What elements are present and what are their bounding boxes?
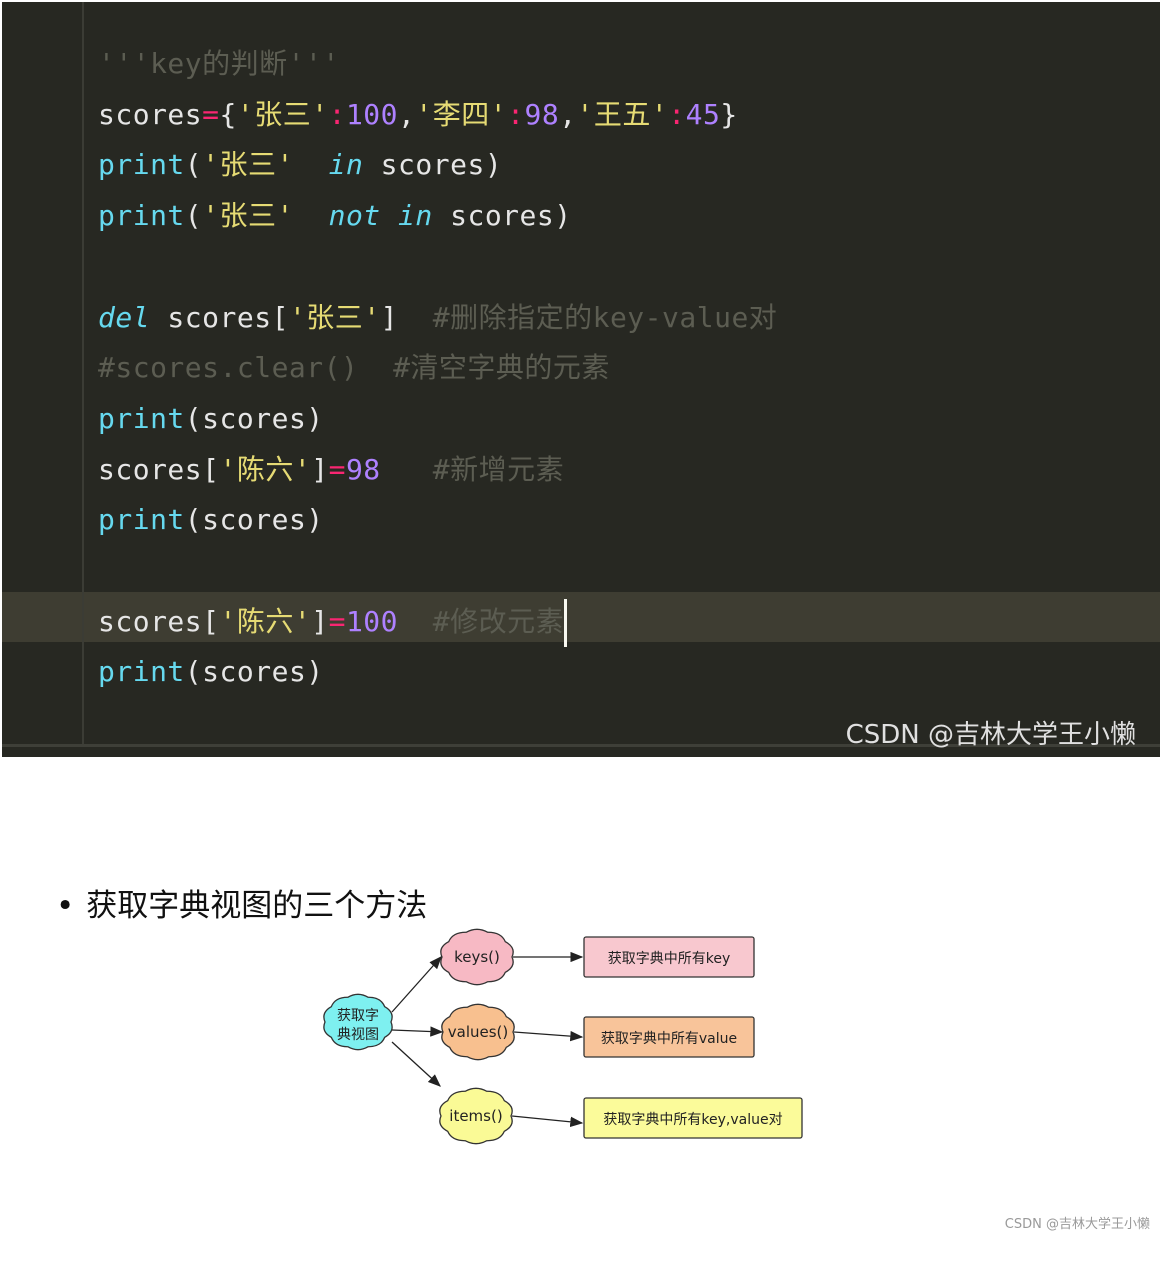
- code-line: print(scores): [98, 495, 324, 545]
- code-line: del scores['张三'] #删除指定的key-value对: [98, 293, 777, 343]
- token-str: '王五': [576, 97, 669, 131]
- token-cmt: '''key的判断''': [98, 47, 340, 80]
- description-box: [583, 1016, 755, 1058]
- root-cloud: [323, 993, 393, 1051]
- method-cloud: [439, 1087, 513, 1145]
- token-op: :: [507, 97, 525, 131]
- token-str: '李四': [415, 97, 508, 131]
- footer-watermark: CSDN @吉林大学王小懒: [1004, 1217, 1150, 1232]
- editor-bottom-border: [2, 744, 1160, 747]
- token-kw: in: [311, 148, 364, 182]
- token-op: =: [328, 604, 346, 638]
- token-num: 45: [685, 97, 721, 131]
- token-plain: scores): [363, 148, 503, 182]
- token-num: 98: [524, 97, 560, 131]
- token-plain: (scores): [184, 401, 324, 435]
- method-label: keys(): [454, 948, 500, 966]
- description-box: [583, 936, 755, 978]
- token-str: '张三': [236, 97, 329, 131]
- token-str: '张三': [202, 148, 312, 182]
- token-op: =: [328, 452, 346, 486]
- token-func: print: [98, 503, 185, 537]
- heading-text: 获取字典视图的三个方法: [86, 888, 428, 924]
- token-plain: scores[: [150, 300, 289, 334]
- token-plain: {: [219, 97, 237, 131]
- code-line: print('张三' not in scores): [98, 191, 572, 241]
- token-plain: (scores): [184, 655, 324, 689]
- gutter-divider: [82, 2, 84, 744]
- token-num: 100: [345, 97, 399, 131]
- code-line: scores={'张三':100,'李四':98,'王五':45}: [98, 90, 738, 140]
- code-line: scores['陈六']=100 #修改元素: [98, 597, 568, 647]
- token-plain: scores[: [98, 604, 220, 638]
- arrow-root-to-method: [391, 956, 442, 1013]
- current-line-highlight: [2, 592, 1160, 642]
- description-text: 获取字典中所有key,value对: [603, 1112, 782, 1128]
- section-heading: • 获取字典视图的三个方法: [56, 880, 427, 925]
- token-kw: not in: [311, 199, 433, 233]
- token-cmt: #修改元素: [432, 604, 565, 638]
- token-cmt: #新增元素: [432, 452, 565, 486]
- description-box: [583, 1097, 803, 1139]
- token-plain: ,: [398, 97, 416, 131]
- token-num: 98: [345, 452, 381, 486]
- token-del: del: [98, 300, 151, 334]
- token-plain: scores): [432, 199, 572, 233]
- token-op: =: [202, 97, 220, 131]
- token-str: '张三': [288, 300, 381, 334]
- code-line: print(scores): [98, 647, 324, 697]
- arrow-root-to-method: [391, 1026, 444, 1037]
- token-plain: }: [720, 97, 738, 131]
- token-cmt: #scores.clear() #清空字典的元素: [98, 351, 610, 385]
- token-func: print: [98, 401, 185, 435]
- method-cloud: [440, 928, 514, 986]
- token-plain: scores[: [98, 452, 220, 486]
- token-op: :: [328, 97, 346, 131]
- token-str: '陈六': [219, 604, 312, 638]
- token-op: :: [668, 97, 686, 131]
- token-plain: ]: [311, 604, 329, 638]
- arrow-method-to-desc: [513, 1030, 584, 1042]
- token-plain: ]: [311, 452, 329, 486]
- code-line: print('张三' in scores): [98, 140, 502, 190]
- arrow-method-to-desc: [511, 1115, 584, 1128]
- code-editor[interactable]: '''key的判断'''scores={'张三':100,'李四':98,'王五…: [2, 2, 1160, 757]
- token-plain: ,: [559, 97, 577, 131]
- token-cmt: #删除指定的key-value对: [432, 300, 778, 334]
- token-plain: (: [184, 199, 203, 233]
- token-str: '陈六': [219, 452, 312, 486]
- token-plain: (: [184, 148, 203, 182]
- token-str: '张三': [202, 199, 312, 233]
- root-label-line1: 获取字: [337, 1008, 379, 1024]
- token-plain: scores: [98, 97, 203, 131]
- method-label: items(): [449, 1107, 502, 1125]
- arrow-root-to-method: [391, 1041, 441, 1087]
- description-text: 获取字典中所有key: [608, 951, 731, 967]
- code-line: #scores.clear() #清空字典的元素: [98, 343, 610, 393]
- code-line: print(scores): [98, 394, 324, 444]
- token-func: print: [98, 199, 185, 233]
- description-text: 获取字典中所有value: [601, 1031, 737, 1047]
- bullet: •: [56, 888, 75, 924]
- text-cursor: [564, 598, 568, 647]
- token-plain: (scores): [184, 503, 324, 537]
- token-func: print: [98, 655, 185, 689]
- video-watermark: CSDN @吉林大学王小懒: [845, 720, 1136, 750]
- token-plain: ]: [380, 300, 433, 334]
- token-func: print: [98, 148, 185, 182]
- code-line: scores['陈六']=98 #新增元素: [98, 445, 564, 495]
- root-label-line2: 典视图: [337, 1027, 379, 1043]
- token-num: 100: [345, 604, 399, 638]
- method-label: values(): [448, 1023, 509, 1041]
- code-line: '''key的判断''': [98, 39, 340, 89]
